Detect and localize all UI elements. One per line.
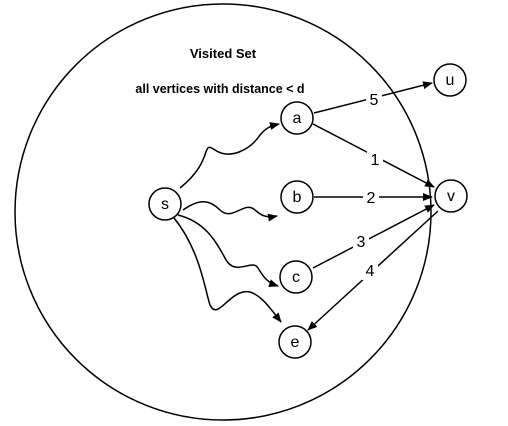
node-c: c [279,260,313,294]
node-e: e [278,325,312,359]
node-v-label: v [447,188,455,205]
node-e-label: e [291,334,300,351]
node-s-label: s [161,196,169,213]
visited-set-title: Visited Set [190,46,257,61]
node-a: a [280,101,314,135]
edge-weight-4: 4 [366,263,375,280]
node-b: b [280,180,314,214]
node-v: v [434,179,468,213]
weight-4-bg [362,260,378,280]
edge-weight-3: 3 [357,234,366,251]
visited-set-subtitle: all vertices with distance < d [135,82,304,96]
weight-1-bg [367,149,383,169]
edge-weight-2: 2 [367,190,376,207]
node-u-label: u [446,72,455,89]
path-s-to-e [173,217,282,323]
weight-3-bg [353,231,369,251]
weight-5-bg [366,88,382,108]
weight-2-bg [363,187,379,207]
node-a-label: a [293,110,302,127]
node-c-label: c [292,269,300,286]
edge-weight-1: 1 [371,152,380,169]
node-b-label: b [293,189,302,206]
node-u: u [433,63,467,97]
edge-weight-5: 5 [370,92,379,109]
path-s-to-c [177,214,279,287]
edge-c-to-v [312,204,435,269]
path-s-to-a [179,122,280,189]
node-s: s [148,187,182,221]
path-s-to-b [182,201,278,222]
